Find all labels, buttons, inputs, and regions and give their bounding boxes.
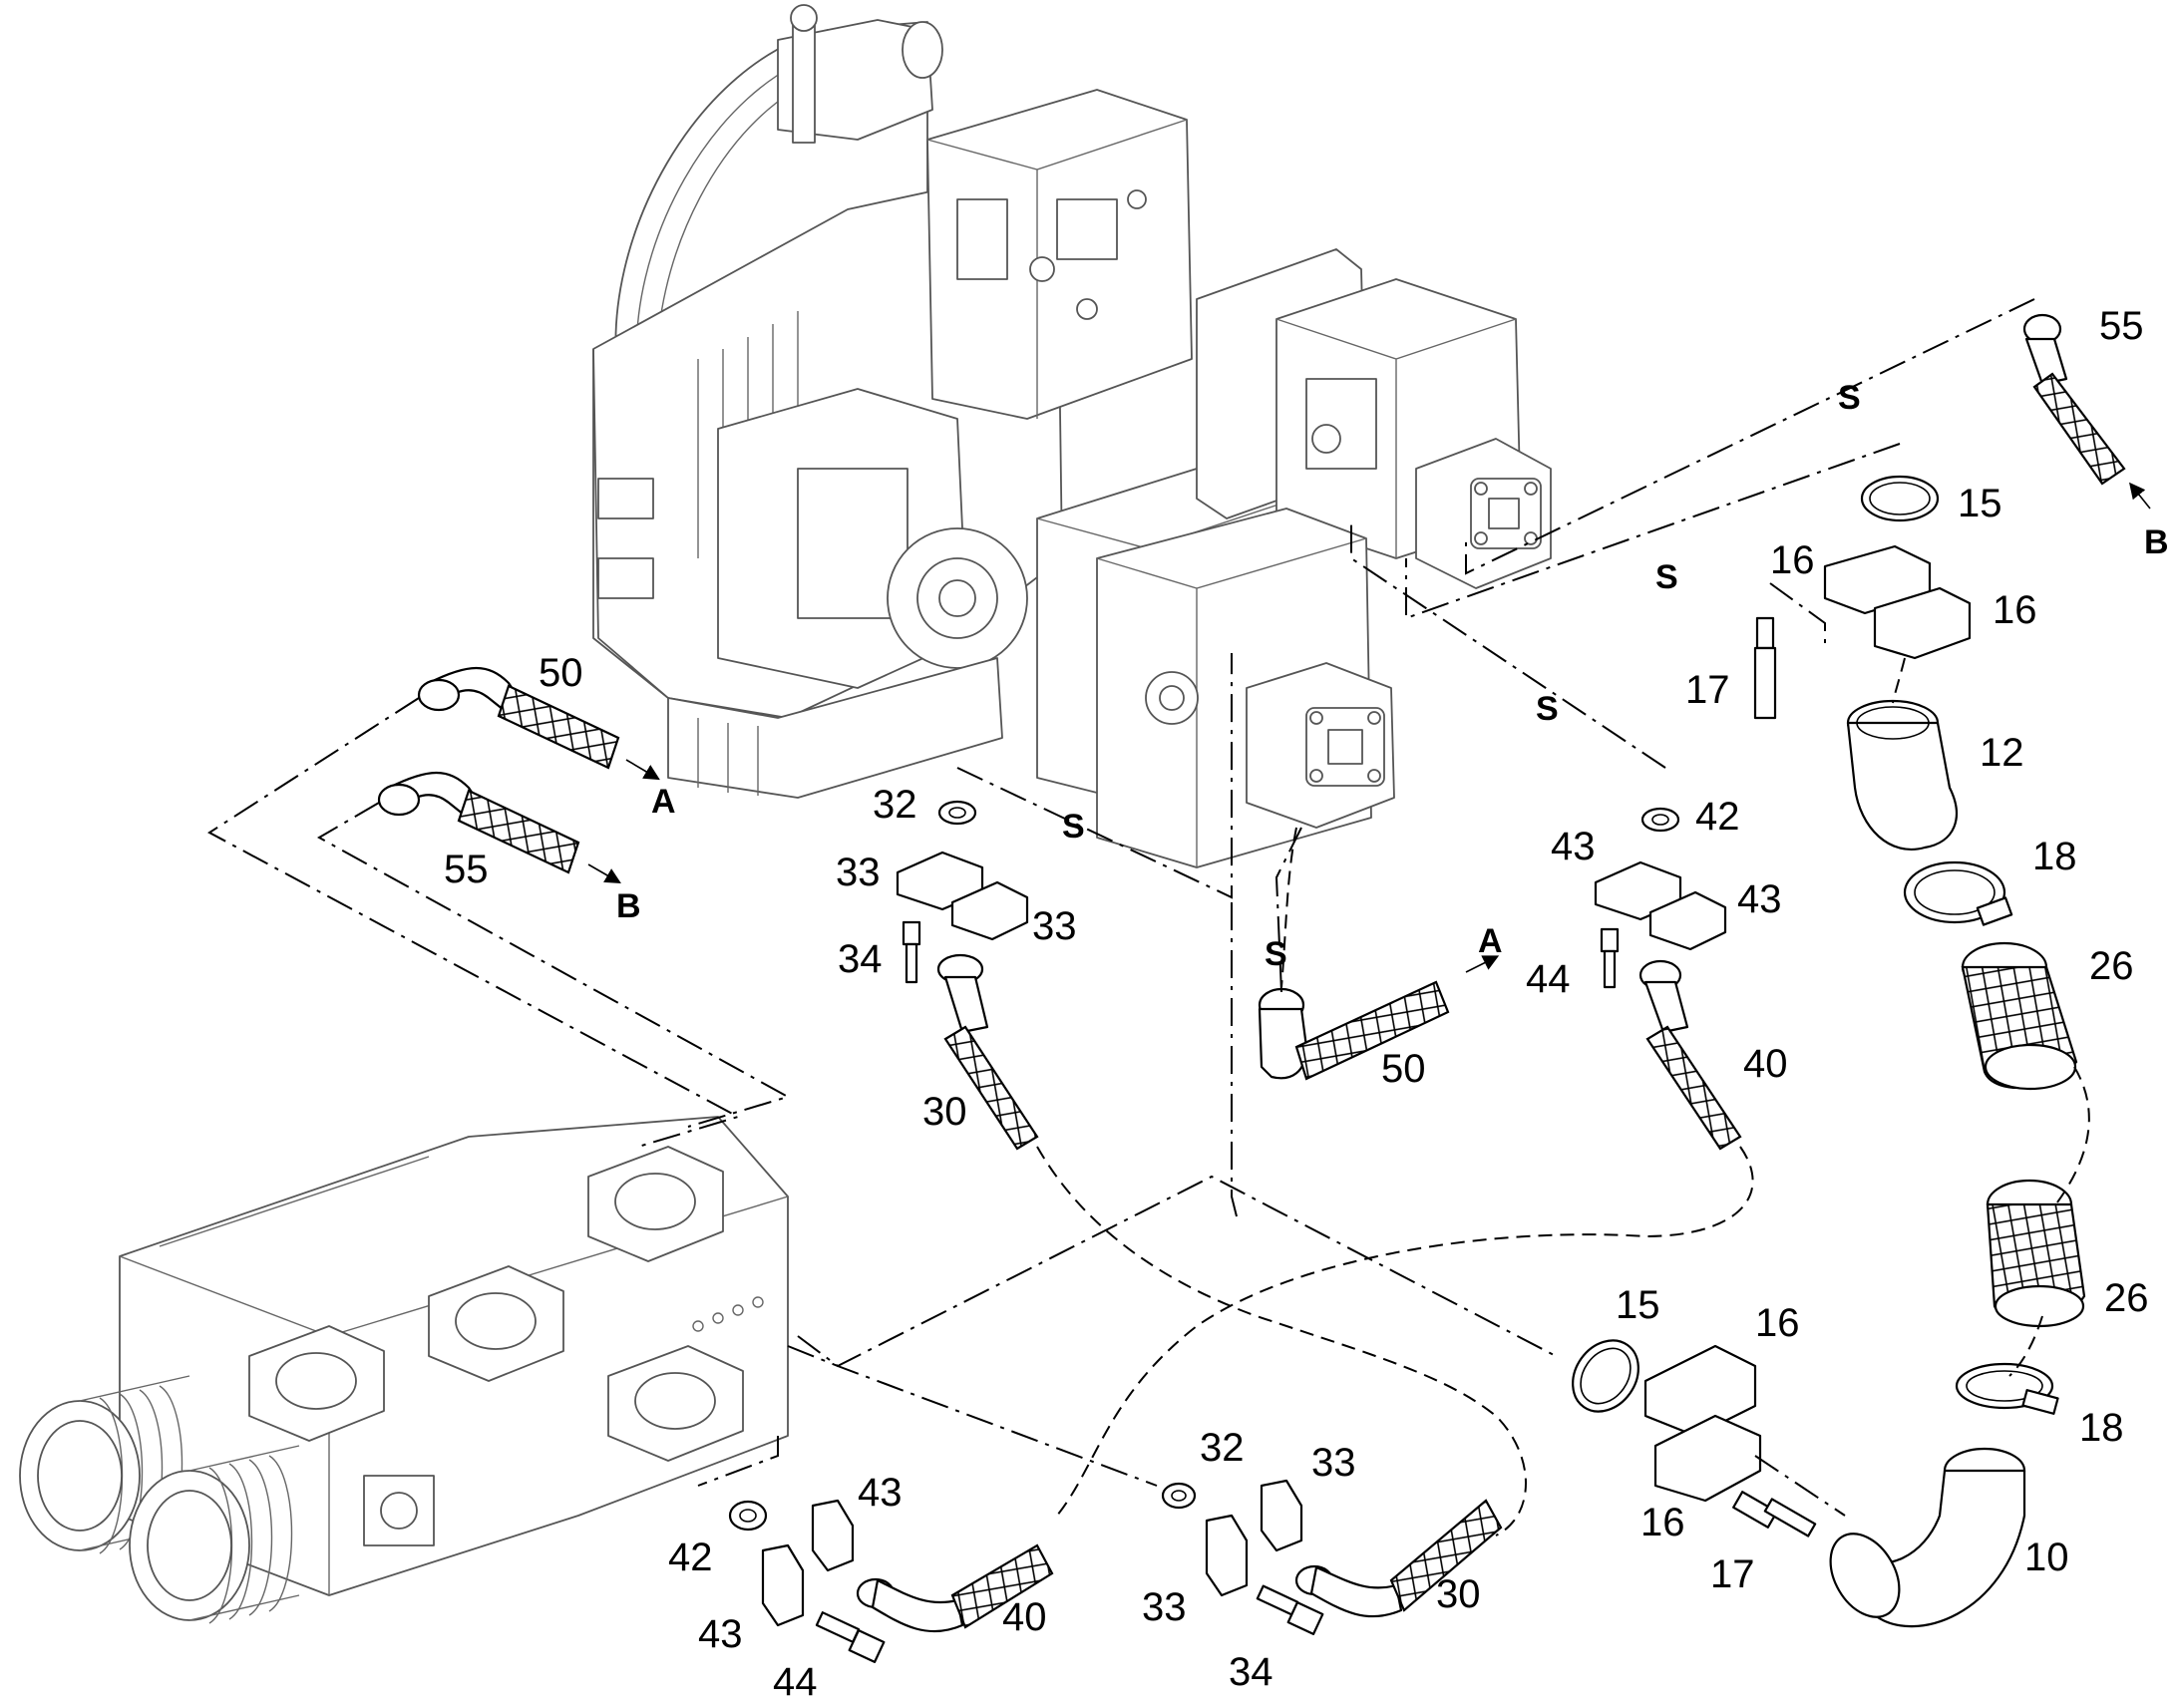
arrow-A-mid xyxy=(1465,955,1500,973)
label-33-bottom-b: 33 xyxy=(1142,1585,1187,1629)
bolt-34-top xyxy=(902,920,921,984)
label-26-top: 26 xyxy=(2089,944,2134,988)
clamp-33-bottom-a xyxy=(1260,1479,1303,1552)
threaded-port-left xyxy=(19,1375,190,1554)
label-43-bottom-a: 43 xyxy=(858,1471,903,1515)
label-16-bottom-b: 16 xyxy=(1640,1501,1685,1544)
label-43-top-b: 43 xyxy=(1737,877,1782,921)
label-50-mid: 50 xyxy=(1381,1047,1426,1091)
label-A-mid: A xyxy=(1478,922,1503,960)
label-S-5: S xyxy=(1265,935,1287,973)
clamp-33-bottom-b xyxy=(1205,1514,1249,1597)
label-10: 10 xyxy=(2024,1536,2069,1579)
arrow-B-left xyxy=(587,863,621,883)
label-30-top: 30 xyxy=(922,1090,967,1134)
hose-30-top xyxy=(936,953,1039,1151)
label-42-bottom: 42 xyxy=(668,1536,713,1579)
pipe-12 xyxy=(1846,699,1958,851)
hose-50-left xyxy=(417,666,660,781)
label-40-bottom: 40 xyxy=(1002,1595,1047,1639)
hose-50-mid xyxy=(1258,955,1500,1081)
label-12: 12 xyxy=(1980,731,2024,775)
flange-16-top-b xyxy=(1873,586,1972,660)
label-S-2: S xyxy=(1655,558,1678,596)
seal-32-bottom xyxy=(1161,1482,1197,1510)
label-S-4: S xyxy=(1062,808,1085,846)
label-34-top: 34 xyxy=(838,937,883,981)
label-15-bottom: 15 xyxy=(1616,1283,1660,1327)
label-32-bottom: 32 xyxy=(1200,1426,1245,1470)
clamp-18-top xyxy=(1903,860,2013,926)
label-34-bottom: 34 xyxy=(1229,1650,1273,1694)
hose-40-top xyxy=(1638,959,1742,1151)
transmission-pump-assembly xyxy=(592,4,1552,868)
label-S-3: S xyxy=(1536,690,1559,728)
label-15-top: 15 xyxy=(1958,482,2002,525)
hose-30-bottom xyxy=(1294,1499,1503,1618)
seal-42-top xyxy=(1640,807,1680,833)
clamp-43-top-b xyxy=(1648,890,1727,951)
label-33-bottom-a: 33 xyxy=(1311,1441,1356,1485)
label-55-right: 55 xyxy=(2099,304,2144,348)
label-17-top: 17 xyxy=(1685,668,1730,712)
arrow-B-right xyxy=(2129,482,2151,510)
part-number-labels: 50 55 50 55 32 33 33 34 30 42 43 43 44 4… xyxy=(444,304,2149,1704)
threaded-port-right xyxy=(129,1445,300,1624)
valve-manifold xyxy=(19,1116,789,1624)
hose-55-right xyxy=(2022,313,2151,510)
hose-40-bottom xyxy=(856,1543,1054,1633)
label-42-top: 42 xyxy=(1695,795,1740,839)
clamp-43-bottom-b xyxy=(761,1543,805,1627)
label-B-left: B xyxy=(616,887,641,925)
label-55-left: 55 xyxy=(444,848,489,891)
bolt-17-bottom xyxy=(1732,1491,1817,1537)
clamp-33-top-b xyxy=(950,880,1029,941)
label-43-bottom-b: 43 xyxy=(698,1612,743,1656)
label-50-top: 50 xyxy=(539,651,583,695)
bolt-44-top xyxy=(1600,927,1620,989)
oring-15-bottom xyxy=(1572,1339,1639,1413)
label-44-bottom: 44 xyxy=(773,1660,818,1704)
bolt-17-top xyxy=(1753,616,1777,720)
label-S-1: S xyxy=(1838,379,1861,417)
label-16-bottom-a: 16 xyxy=(1755,1301,1800,1345)
label-A-left: A xyxy=(651,783,676,821)
label-16-top-b: 16 xyxy=(1993,588,2037,632)
seal-42-bottom xyxy=(728,1500,768,1532)
connection-labels: A B A B S S S S S xyxy=(616,379,2169,973)
label-32-top: 32 xyxy=(873,783,917,827)
label-30-bottom: 30 xyxy=(1436,1572,1481,1616)
bolt-34-bottom xyxy=(1256,1584,1324,1635)
bolt-44-bottom xyxy=(815,1611,886,1663)
leader-lines xyxy=(207,298,2090,1537)
flange-16-bottom-b xyxy=(1653,1414,1762,1503)
label-44-top: 44 xyxy=(1526,957,1571,1001)
elbow-10 xyxy=(1829,1447,2026,1628)
clamp-43-bottom-a xyxy=(811,1499,855,1572)
hose-26-top xyxy=(1961,941,2078,1091)
label-B-right: B xyxy=(2144,523,2169,561)
label-26-bottom: 26 xyxy=(2104,1276,2149,1320)
hose-55-left xyxy=(377,771,621,883)
label-43-top-a: 43 xyxy=(1551,825,1596,868)
label-18-top: 18 xyxy=(2032,835,2077,878)
seal-32-top xyxy=(937,800,977,826)
label-33-top-b: 33 xyxy=(1032,904,1077,948)
label-18-bottom: 18 xyxy=(2079,1406,2124,1450)
label-17-bottom: 17 xyxy=(1710,1552,1755,1596)
label-16-top-a: 16 xyxy=(1770,538,1815,582)
label-40-top: 40 xyxy=(1743,1042,1788,1086)
clamp-18-bottom xyxy=(1955,1362,2059,1415)
label-33-top-a: 33 xyxy=(836,851,881,894)
oring-15-top xyxy=(1860,475,1940,522)
arrow-A-left xyxy=(625,759,660,781)
flange-16-bottom-a xyxy=(1643,1344,1757,1438)
hose-26-bottom xyxy=(1986,1179,2086,1328)
